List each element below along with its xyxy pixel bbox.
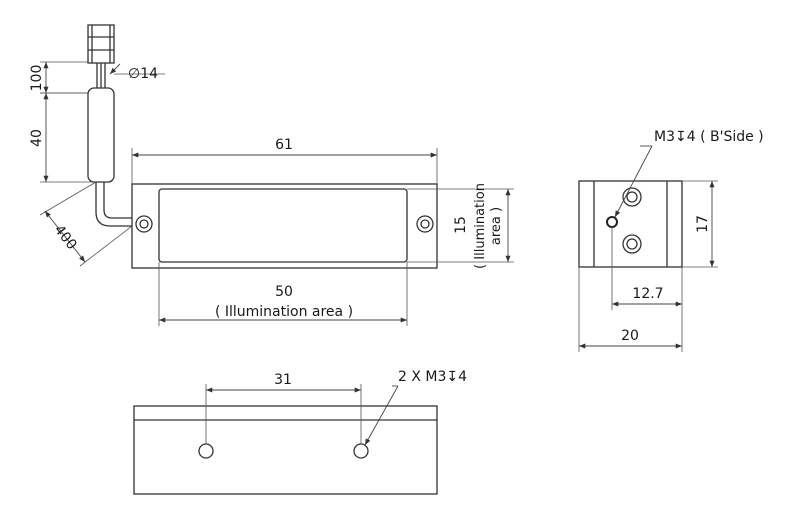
label-wire-length: 400 — [51, 222, 80, 253]
bottom-view — [133, 405, 438, 495]
label-illum-height: 15 — [453, 216, 469, 234]
label-bottom-thread: 2 X M3↧4 — [398, 369, 467, 385]
label-sleeve-length: 40 — [29, 129, 45, 147]
dim-side-width: 20 — [578, 267, 683, 352]
bottom-thread-callout: 2 X M3↧4 — [364, 369, 467, 446]
label-side-hole-offset: 12.7 — [632, 286, 663, 302]
side-thread-callout: M3↧4 ( B'Side ) — [614, 129, 764, 218]
label-side-width: 20 — [621, 328, 639, 344]
side-hole-bottom — [622, 234, 642, 254]
label-illum-height-note: ( Illumination — [473, 183, 488, 269]
dim-overall-length: 61 — [131, 137, 438, 184]
bottom-body — [133, 405, 438, 495]
bent-cable — [95, 182, 132, 227]
bottom-hole-right — [353, 443, 369, 459]
dim-side-hole-offset: 12.7 — [611, 227, 683, 310]
connector-and-cable — [87, 24, 132, 227]
label-bottom-hole-spacing: 31 — [274, 372, 292, 388]
cable-sleeve — [87, 87, 115, 183]
dim-side-height: 17 — [682, 180, 718, 268]
front-body — [131, 183, 438, 269]
label-cable-length: 100 — [29, 65, 45, 92]
dim-sleeve-length: 40 — [29, 92, 96, 183]
side-hole-top — [622, 187, 642, 207]
dim-wire-length: 400 — [39, 181, 133, 267]
label-cable-diameter: ∅14 — [128, 66, 158, 82]
dim-illum-height: 15 ( Illumination area ) — [407, 183, 514, 269]
label-illum-height-note2: area ) — [489, 207, 504, 245]
dim-cable-length: 100 — [29, 61, 88, 94]
bottom-hole-left — [198, 443, 214, 459]
label-illum-width-note: ( Illumination area ) — [215, 304, 353, 320]
dim-cable-diameter: ∅14 — [109, 63, 165, 82]
label-overall-length: 61 — [275, 137, 293, 153]
label-illum-width: 50 — [275, 284, 293, 300]
label-side-height: 17 — [695, 215, 711, 233]
side-thread-hole — [606, 216, 618, 228]
dim-bottom-hole-spacing: 31 — [205, 372, 362, 444]
dim-illum-width: 50 ( Illumination area ) — [158, 262, 408, 326]
side-body — [578, 180, 683, 268]
mount-hole-right — [416, 215, 434, 233]
side-view — [578, 180, 683, 268]
mount-hole-left — [135, 215, 153, 233]
label-side-thread: M3↧4 ( B'Side ) — [654, 129, 764, 145]
illumination-window — [158, 188, 408, 263]
front-view — [131, 183, 438, 269]
